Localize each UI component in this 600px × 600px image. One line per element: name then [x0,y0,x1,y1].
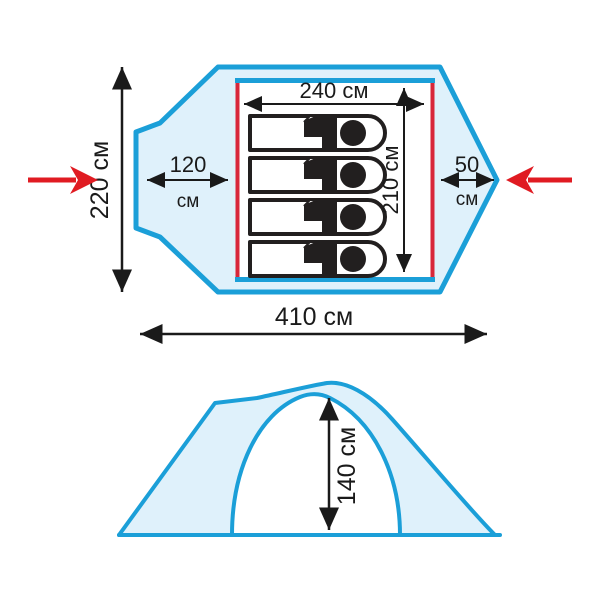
overall-length-dimension: 410 см [140,303,487,344]
right-vestibule-unit-label: см [456,189,479,210]
sleeping-place-icon [248,114,387,152]
entrance-arrow-right [506,166,572,194]
sleeping-place-icon [248,240,387,278]
left-vestibule-value-label: 120 [170,152,207,177]
inner-chamber-width-dimension: 210 см [378,88,412,272]
entrance-arrow-left [28,166,98,194]
sleeping-place-icon [248,156,387,194]
inner-chamber-width-label: 210 см [378,146,403,215]
right-vestibule-value-label: 50 [455,152,479,177]
left-vestibule-dimension: 120 см [147,152,228,212]
floor-plan-view: 240 см 210 см 220 см 120 см 50 см [28,64,572,344]
right-vestibule-dimension: 50 см [441,152,494,210]
tent-inner-dome-outline [230,392,402,537]
inner-chamber-length-label: 240 см [300,78,369,103]
peak-height-label: 140 см [333,427,361,505]
sleeping-places-group [248,114,387,278]
inner-chamber-length-dimension: 240 см [244,78,424,112]
left-vestibule-unit-label: см [177,191,200,212]
sleeping-place-icon [248,198,387,236]
peak-height-dimension: 140 см [319,398,361,530]
overall-length-label: 410 см [275,303,353,331]
elevation-view: 140 см [117,380,502,537]
